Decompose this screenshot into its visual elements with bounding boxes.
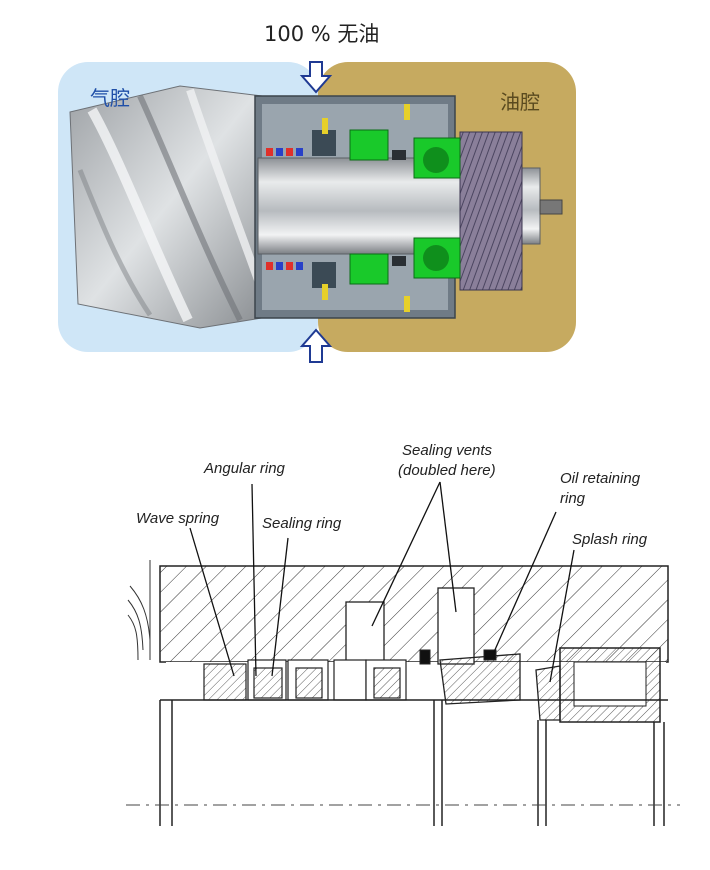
seal-ring-green-lower [349,253,389,285]
label-oil-retaining-ring-line2: ring [560,490,586,507]
label-sealing-ring: Sealing ring [262,515,342,532]
leader-lines [189,481,575,683]
sealing-vent-right [437,587,475,665]
headline-oil-free: 100 % 无油 [264,22,380,46]
seal-ring-green-upper [349,129,389,161]
impeller-fragment [127,560,151,661]
label-oil-retaining-ring-line1: Oil retaining [560,470,641,487]
bearing-housing-lower [413,237,461,279]
up-arrow-icon [299,328,333,363]
label-wave-spring: Wave spring [136,510,220,527]
housing-hatched [159,565,669,663]
seal-components [266,104,410,312]
down-arrow-icon [299,61,333,94]
seal-cutaway-illustration [58,61,576,363]
splash-ring [535,665,561,721]
bearing-ball-upper [423,147,449,173]
bearing-ball-lower [423,245,449,271]
label-angular-ring: Angular ring [204,460,285,477]
label-sealing-vents: Sealing vents [402,442,493,459]
air-chamber-label: 气腔 [90,86,130,110]
oil-retaining-ring [439,653,521,705]
seal-ring-assemblies [203,659,407,701]
seal-section-drawing [126,481,680,826]
label-sealing-vents-note: (doubled here) [398,462,496,479]
drive-gear [459,131,523,291]
label-splash-ring: Splash ring [572,531,648,548]
oil-chamber-label: 油腔 [500,90,540,114]
